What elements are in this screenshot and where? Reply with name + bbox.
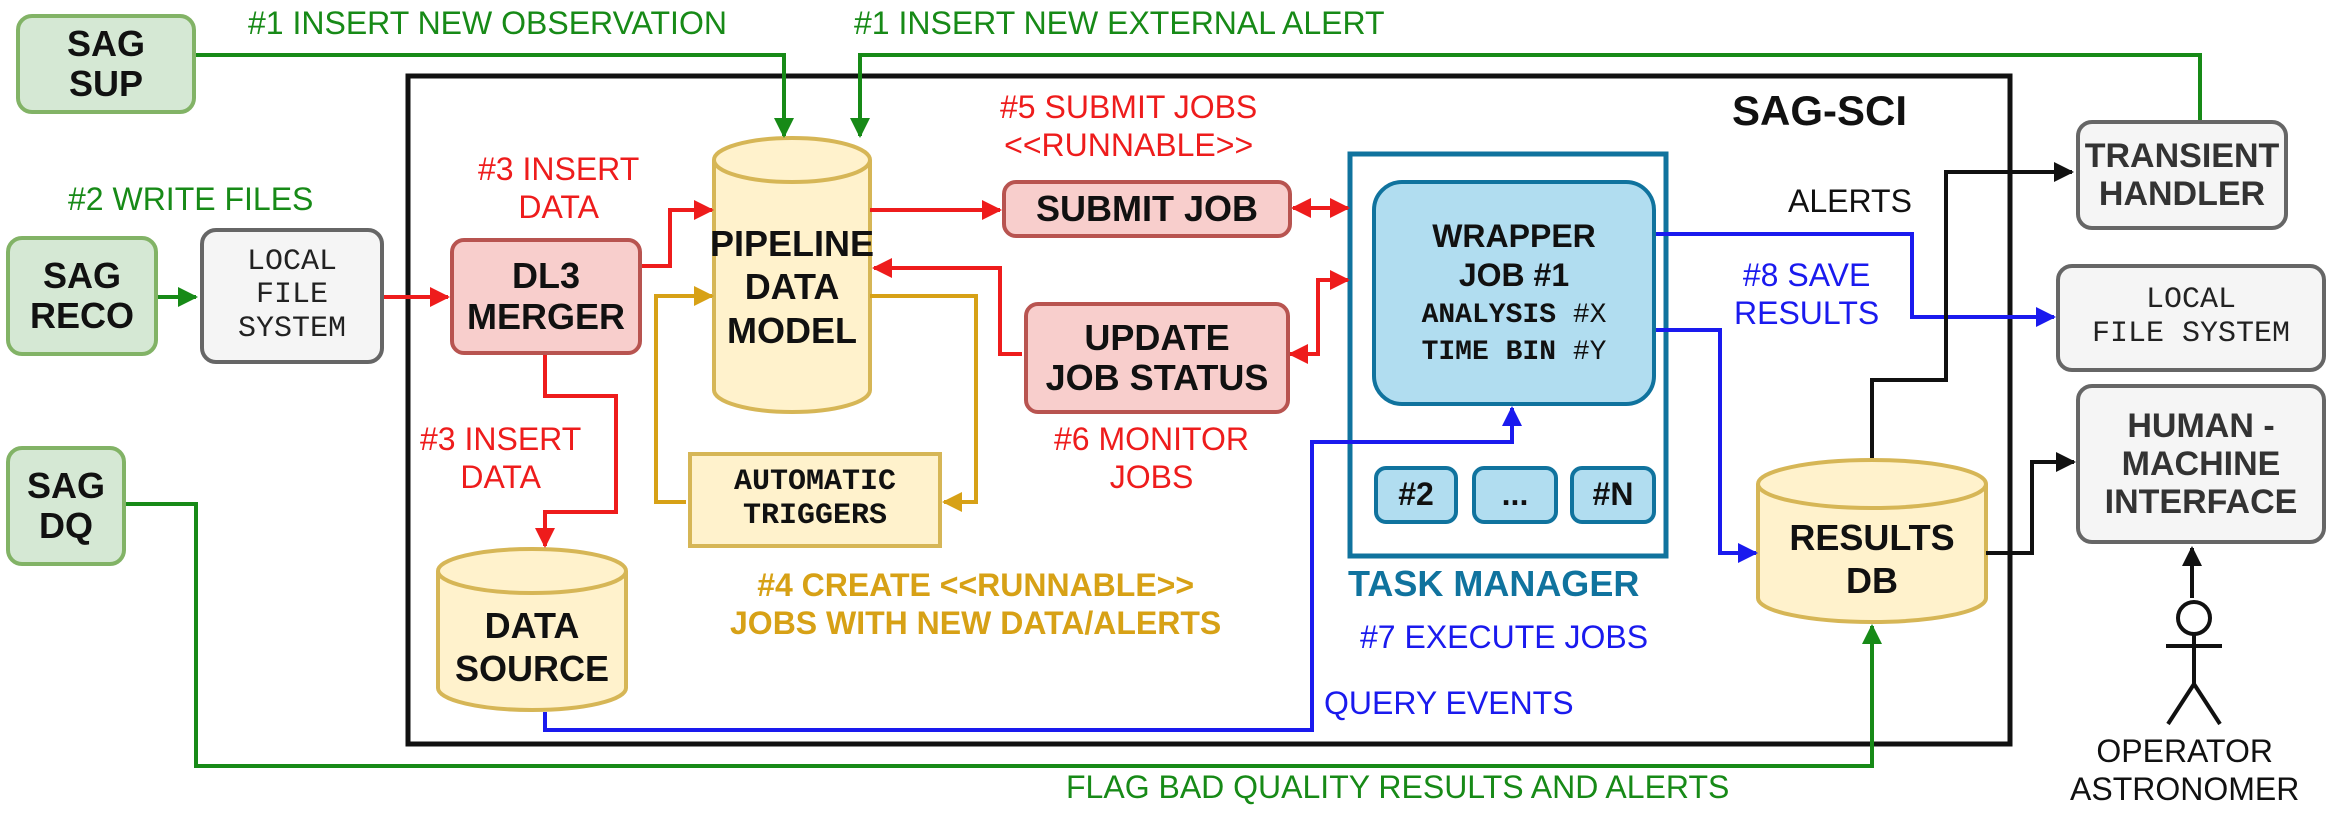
write-files-label: #2 WRITE FILES (68, 181, 314, 217)
pipeline-to-triggers-arrow (870, 294, 978, 512)
wrapper-analysis-row: ANALYSIS #X (1421, 300, 1607, 332)
insert-observation-label: #1 INSERT NEW OBSERVATION (248, 5, 727, 41)
dq-to-results-arrow (126, 502, 1882, 768)
sag-sup-node: SAG SUP (16, 14, 196, 114)
job-2-node: #2 (1374, 466, 1458, 524)
results-db-label: RESULTS DB (1789, 516, 1955, 601)
resultsdb-to-hmi-arrow (1986, 452, 2076, 555)
sag-sci-title: SAG-SCI (1732, 87, 1908, 134)
transient-handler-node: TRANSIENT HANDLER (2076, 120, 2288, 230)
execute-jobs-label: #7 EXECUTE JOBS (1360, 619, 1649, 655)
create-jobs-label: #4 CREATE <<RUNNABLE>> JOBS WITH NEW DAT… (730, 567, 1222, 642)
pipeline-data-model-cylinder (712, 136, 872, 414)
job-more-node: ... (1472, 466, 1558, 524)
local-file-system-left: LOCAL FILE SYSTEM (200, 228, 384, 364)
task-manager-container (1347, 151, 1669, 559)
sup-to-pipeline-arrow (196, 53, 794, 138)
wrapper-job-node: WRAPPER JOB #1 ANALYSIS #X TIME BIN #Y (1372, 180, 1656, 406)
dl3-to-datasource-arrow (535, 355, 618, 548)
insert-data-top-label: #3 INSERT DATA (478, 151, 640, 226)
results-db-cylinder (1756, 458, 1988, 624)
wrapper-to-localfs-arrow (1656, 232, 2056, 327)
datasource-to-wrapper-arrow (543, 406, 1522, 732)
dl3-merger-node: DL3 MERGER (450, 238, 642, 355)
sag-dq-node: SAG DQ (6, 446, 126, 566)
update-job-status-node: UPDATE JOB STATUS (1024, 302, 1290, 414)
monitor-jobs-label: #6 MONITOR JOBS (1054, 421, 1249, 496)
sag-reco-node: SAG RECO (6, 236, 158, 356)
automatic-triggers-node: AUTOMATIC TRIGGERS (688, 452, 942, 548)
human-machine-interface-node: HUMAN - MACHINE INTERFACE (2076, 384, 2326, 544)
alerts-label: ALERTS (1788, 183, 1912, 219)
updatestatus-to-wrapper-arrow (1288, 270, 1350, 364)
triggers-to-pipeline-arrow (654, 286, 714, 504)
operator-actor-icon (2166, 600, 2222, 726)
job-n-node: #N (1570, 466, 1656, 524)
external-alert-to-pipeline-arrow (850, 53, 2202, 138)
data-source-label: DATA SOURCE (454, 604, 610, 689)
insert-data-bottom-label: #3 INSERT DATA (420, 421, 582, 496)
resultsdb-to-transient-arrow (1870, 162, 2074, 458)
wrapper-timebin-row: TIME BIN #Y (1421, 337, 1607, 369)
save-results-label: #8 SAVE RESULTS (1734, 257, 1880, 332)
operator-astronomer-label: OPERATOR ASTRONOMER (2070, 733, 2300, 808)
task-manager-title: TASK MANAGER (1348, 563, 1640, 604)
sag-sci-container (405, 73, 2013, 747)
pipeline-data-model-label: PIPELINE DATA MODEL (709, 223, 875, 351)
data-source-cylinder (436, 547, 628, 712)
submit-job-node: SUBMIT JOB (1002, 180, 1292, 238)
updatestatus-to-pipeline-arrow (872, 258, 1022, 356)
local-file-system-right: LOCAL FILE SYSTEM (2056, 264, 2326, 372)
wrapper-job-title: WRAPPER JOB #1 (1432, 218, 1596, 293)
insert-external-alert-label: #1 INSERT NEW EXTERNAL ALERT (854, 5, 1385, 41)
flag-bad-quality-label: FLAG BAD QUALITY RESULTS AND ALERTS (1066, 769, 1730, 805)
submit-jobs-label: #5 SUBMIT JOBS <<RUNNABLE>> (1000, 89, 1258, 164)
wrapper-to-resultsdb-arrow (1656, 328, 1758, 563)
query-events-label: QUERY EVENTS (1324, 685, 1574, 721)
dl3-to-pipeline-arrow (642, 200, 714, 268)
